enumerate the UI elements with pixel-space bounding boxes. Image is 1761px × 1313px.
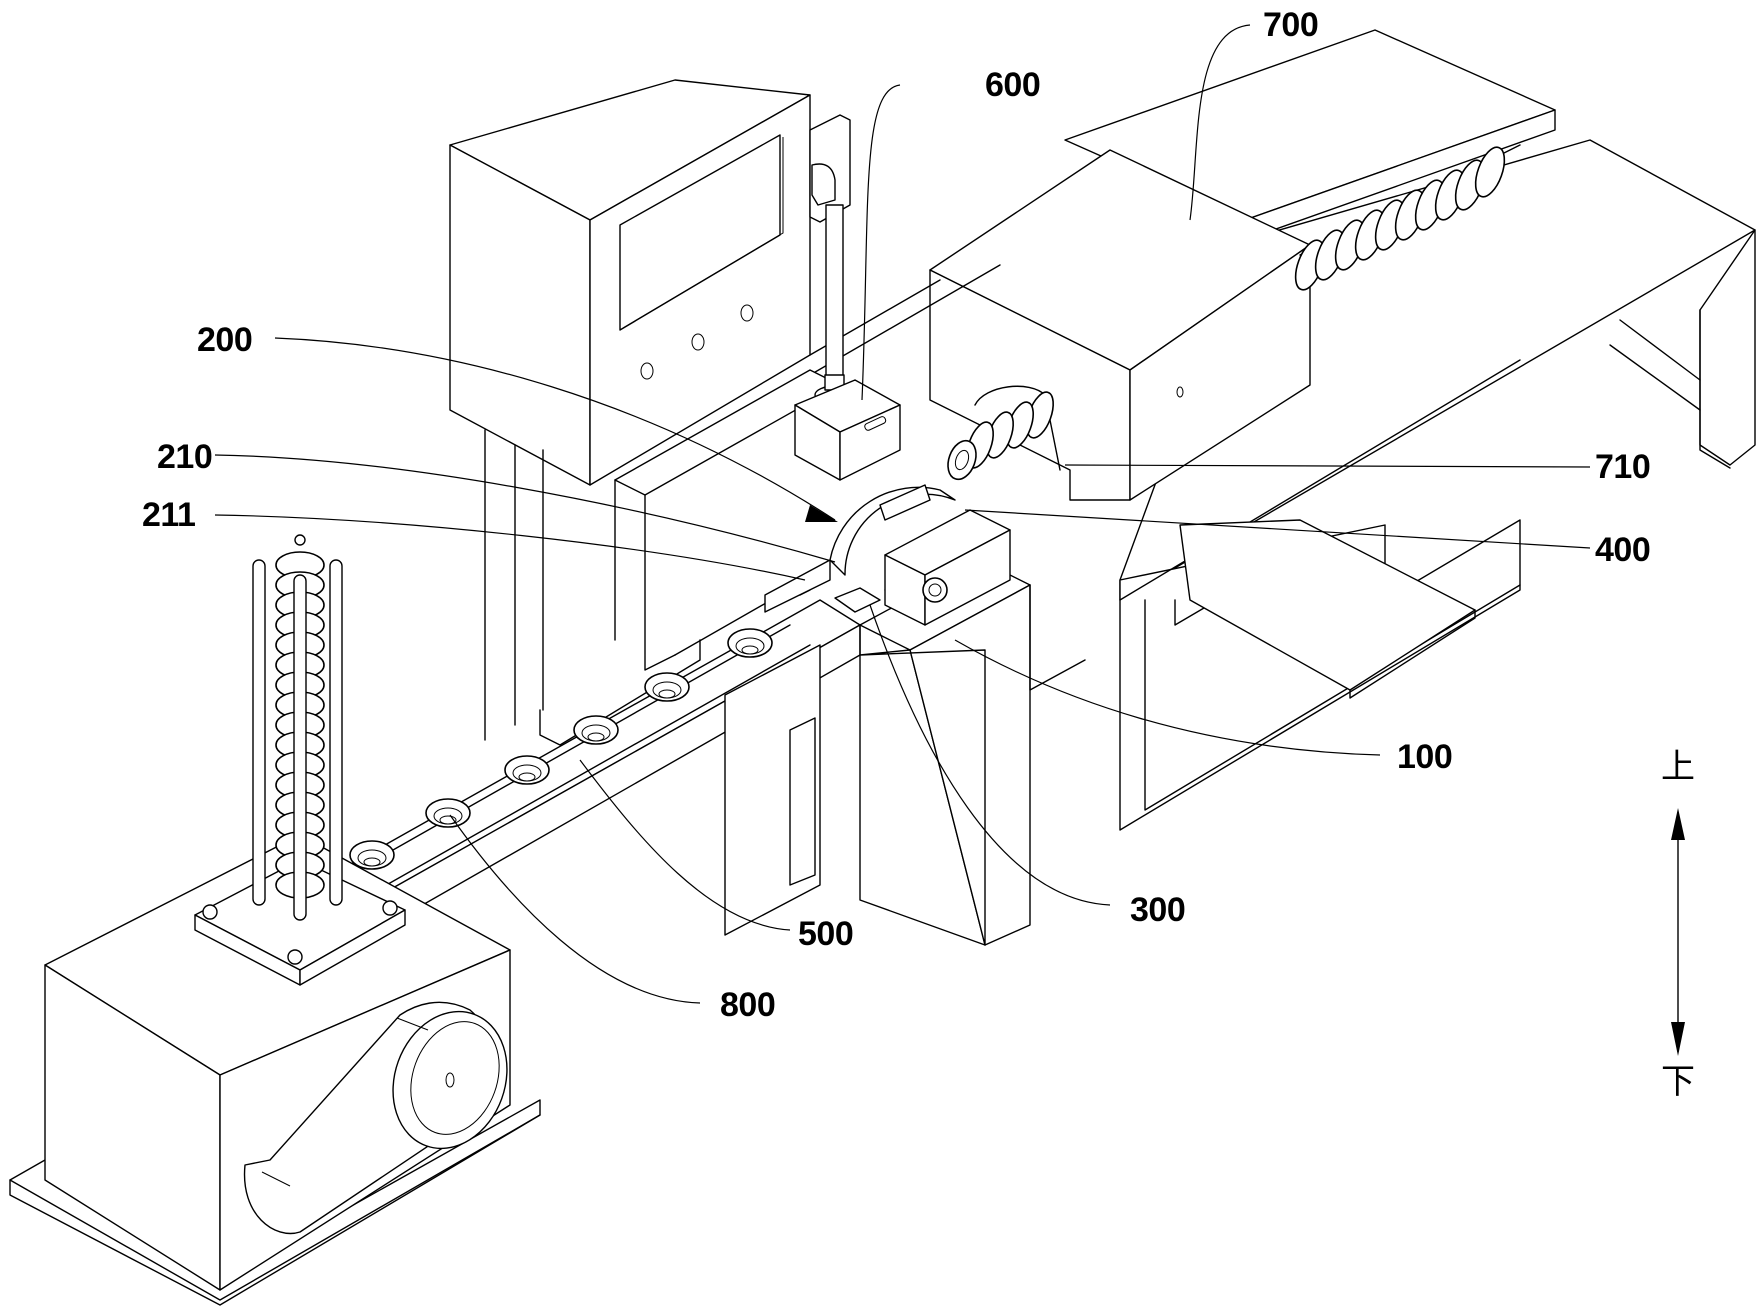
part-cup (425, 798, 471, 828)
label-200: 200 (197, 321, 253, 359)
leader-100 (954, 639, 1381, 756)
double-arrow-icon (1671, 808, 1685, 1056)
arrow-down-icon (1671, 1022, 1685, 1056)
part-cup (727, 628, 773, 658)
leader-210 (214, 454, 836, 563)
conveyor-parts (349, 628, 773, 870)
leader-500 (579, 759, 791, 931)
direction-up-label: 上 (1661, 747, 1695, 787)
label-100: 100 (1397, 738, 1453, 776)
label-600: 600 (985, 66, 1041, 104)
spindle-710 (947, 391, 1054, 481)
leader-300 (869, 604, 1111, 906)
arrow-up-icon (1671, 808, 1685, 840)
label-211: 211 (142, 496, 196, 534)
leader-600 (861, 84, 901, 401)
leader-211 (214, 514, 806, 581)
leader-400 (964, 509, 1591, 549)
label-300: 300 (1130, 891, 1186, 929)
arrow-200-icon (805, 505, 838, 522)
leader-lines (214, 24, 1591, 1004)
control-button-1 (640, 362, 654, 380)
label-700: 700 (1263, 6, 1319, 44)
central-mechanism (764, 484, 1086, 946)
slide-head-700 (929, 149, 1311, 501)
leader-200 (274, 337, 836, 521)
control-button-2 (691, 333, 705, 351)
label-210: 210 (157, 438, 213, 476)
part-cup (349, 840, 395, 870)
control-cabinet (449, 79, 811, 741)
label-710: 710 (1595, 448, 1651, 486)
part-cup (504, 755, 550, 785)
label-800: 800 (720, 986, 776, 1024)
label-400: 400 (1595, 531, 1651, 569)
part-cup (644, 672, 690, 702)
direction-down-label: 下 (1661, 1062, 1695, 1102)
label-500: 500 (798, 915, 854, 953)
lead-screw (1294, 144, 1521, 291)
unit-600 (794, 114, 901, 481)
leader-710 (1064, 464, 1591, 468)
part-cup (573, 715, 619, 745)
leader-700 (1189, 24, 1251, 221)
control-button-3 (740, 304, 754, 322)
magazine-800 (194, 534, 406, 986)
leader-800 (449, 814, 701, 1004)
